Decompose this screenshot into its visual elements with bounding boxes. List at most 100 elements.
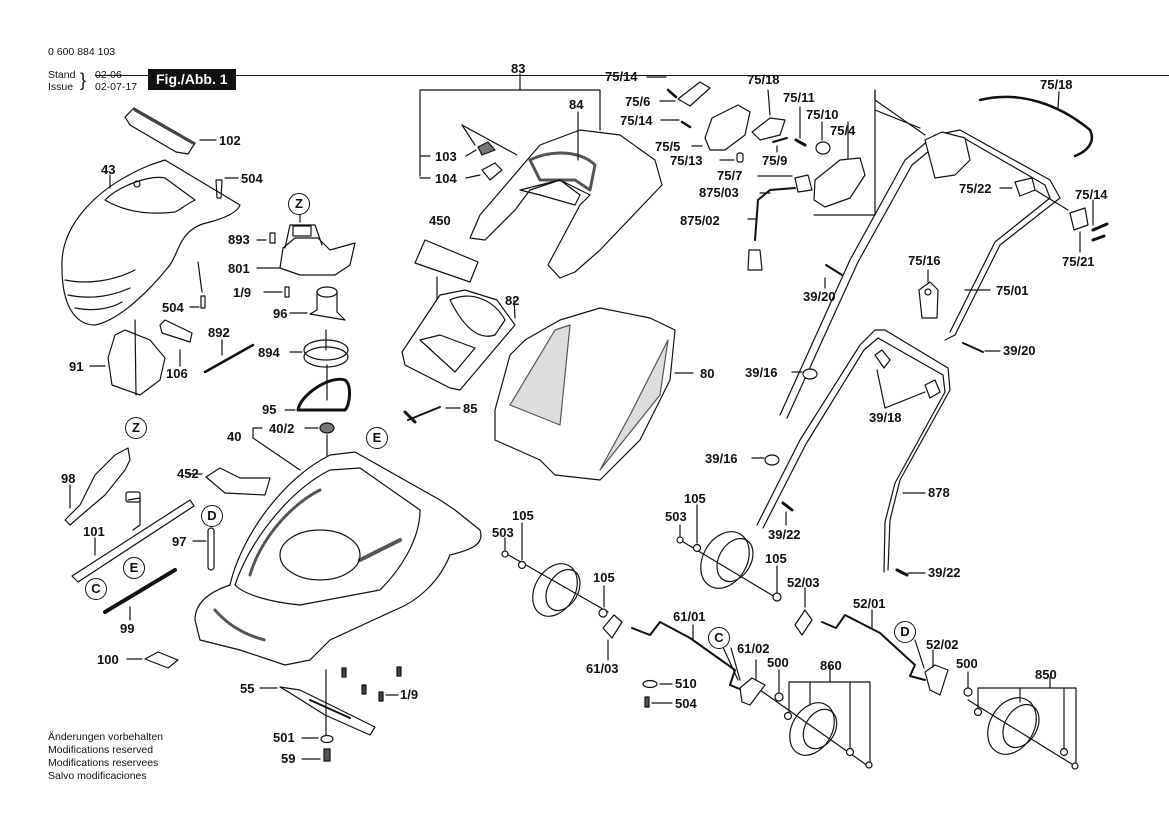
ref-marker-c: C [708,627,730,649]
part-label: 894 [258,345,280,360]
part-102-grip [124,107,217,155]
part-label: 103 [435,149,457,164]
part-98-lever [64,447,131,526]
part-75-16-hook [918,269,939,319]
part-52-01-axle [794,587,973,697]
part-label: 801 [228,261,250,276]
part-label: 39/20 [1003,343,1036,358]
part-label: 75/22 [959,181,992,196]
part-894-pulley [289,329,349,368]
part-801-motor [256,204,356,298]
part-label: 102 [219,133,241,148]
part-label: 39/16 [745,365,778,380]
part-label: 105 [593,570,615,585]
part-label: 75/21 [1062,254,1095,269]
ref-marker-d: D [201,505,223,527]
part-label: 503 [665,509,687,524]
notice-es: Salvo modificaciones [48,770,147,782]
part-label: 893 [228,232,250,247]
part-label: 75/5 [655,139,681,154]
part-892-tie [203,339,255,374]
part-label: 40/2 [269,421,295,436]
callout-lines [874,89,926,136]
figure-label: Fig./Abb. 1 [148,69,236,90]
part-label: 39/22 [928,565,961,580]
part-80-basket [494,307,694,481]
hub-fasteners [501,536,1079,770]
part-label: 40 [227,429,242,444]
part-label: 875/02 [680,213,720,228]
part-label: 61/02 [737,641,770,656]
part-label: 83 [511,61,526,76]
part-label: 43 [101,162,116,177]
part-label: 450 [429,213,451,228]
notice-fr: Modifications reservees [48,757,159,769]
part-label: 39/18 [869,410,902,425]
part-1-9-bolts [341,666,402,702]
part-label: 97 [172,534,187,549]
part-43-rear-cover [61,159,241,326]
part-100-pad [126,651,179,669]
part-label: 504 [241,171,263,186]
part-label: 75/18 [747,72,780,87]
part-61-01-axle [602,614,784,706]
part-label: 59 [281,751,296,766]
ref-marker-d: D [894,621,916,643]
part-label: 96 [273,306,288,321]
part-label: 75/9 [762,153,788,168]
bracket-83 [419,73,601,179]
part-75-18-cable [978,91,1094,158]
brace: } [80,70,87,90]
front-wheel-850 [967,676,1077,767]
part-91-housing [89,319,166,396]
part-label: 500 [956,656,978,671]
notice-de: Änderungen vorbehalten [48,731,164,743]
part-label: 99 [120,621,135,636]
part-label: 75/14 [605,69,638,84]
part-510-504 [642,679,673,708]
part-103-104 [465,141,503,181]
part-label: 850 [1035,667,1057,682]
part-label: 104 [435,171,457,186]
part-label: 75/16 [908,253,941,268]
ref-marker-e: E [123,557,145,579]
part-label: 52/02 [926,637,959,652]
ref-marker-c: C [85,578,107,600]
part-504-screws [189,177,239,309]
stand-label: Stand [48,69,76,81]
part-label: 98 [61,471,76,486]
part-84-frame [469,111,663,279]
switch-assembly [646,76,876,271]
issue-label: Issue [48,81,74,93]
ref-marker-z: Z [125,417,147,439]
part-label: 500 [767,655,789,670]
part-label: 52/03 [787,575,820,590]
notice-en: Modifications reserved [48,744,154,756]
part-label: 105 [765,551,787,566]
part-label: 105 [684,491,706,506]
part-label: 510 [675,676,697,691]
part-39-22-screws [781,501,926,577]
part-label: 75/11 [783,90,815,105]
part-label: 39/20 [803,289,836,304]
part-label: 84 [569,97,584,112]
part-39-16-clips [751,368,818,466]
part-label: 875/03 [699,185,739,200]
part-99-spring [103,568,177,621]
ref-marker-z: Z [288,193,310,215]
part-label: 55 [240,681,255,696]
part-label: 452 [177,466,199,481]
part-label: 75/4 [830,123,856,138]
part-label: 61/03 [586,661,619,676]
part-label: 504 [162,300,184,315]
part-label: 101 [83,524,105,539]
part-40-deck [194,451,482,666]
part-label: 860 [820,658,842,673]
part-label: 95 [262,402,277,417]
ref-marker-e: E [366,427,388,449]
part-452-label [187,467,271,496]
part-101-bar [71,491,195,583]
part-501-59 [301,734,334,762]
part-85-pin [403,406,461,424]
